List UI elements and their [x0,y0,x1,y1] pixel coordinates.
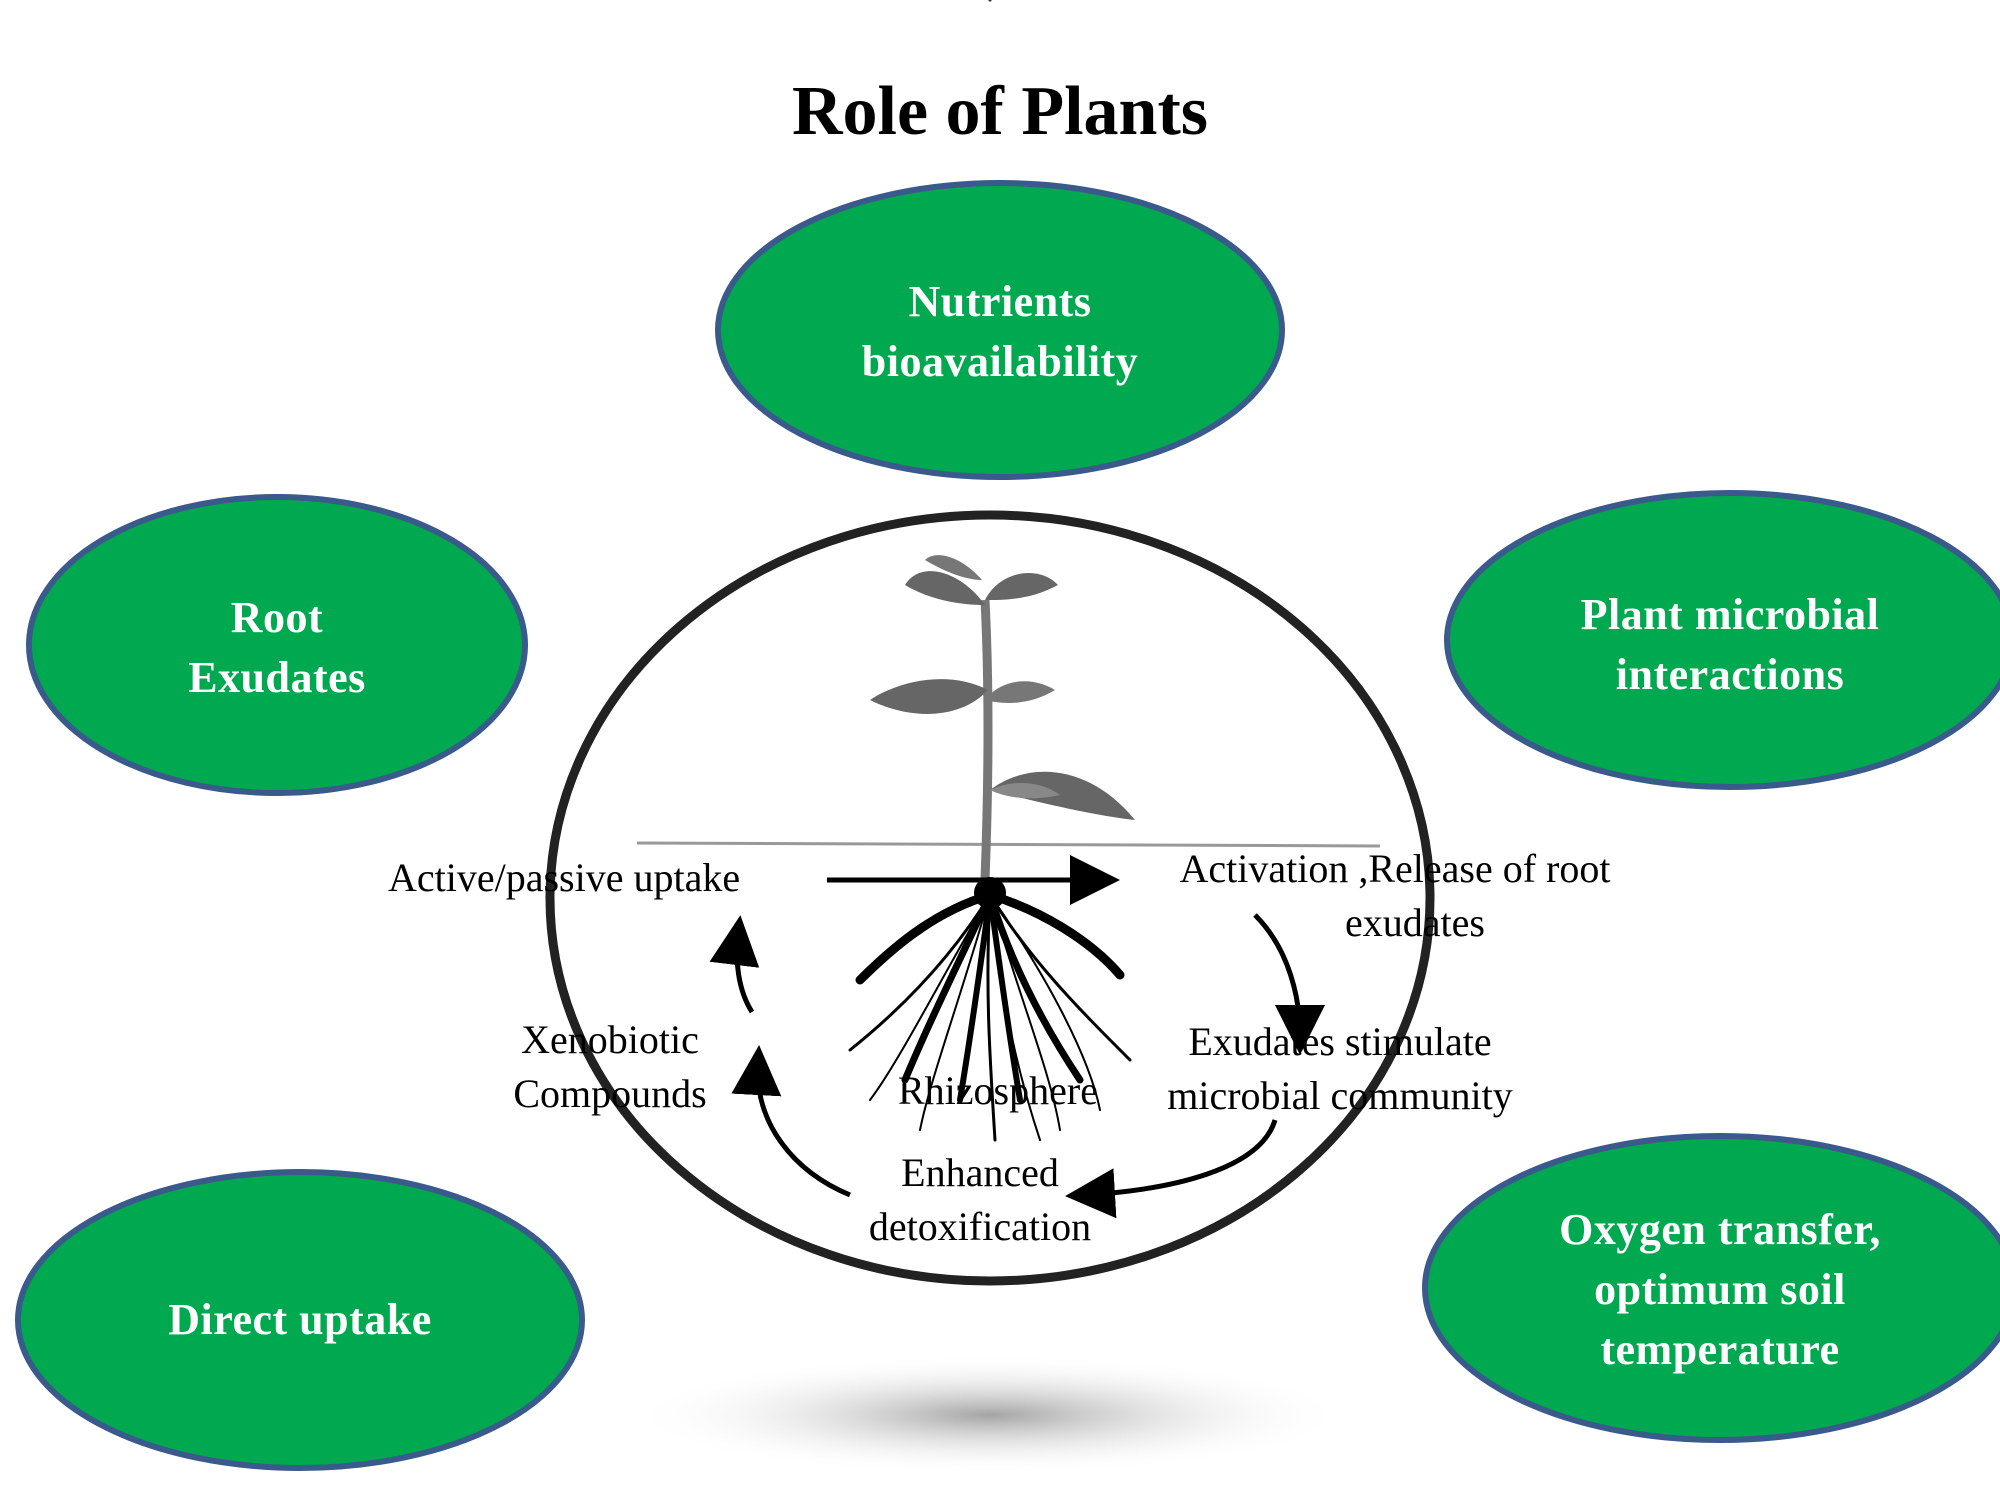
label-xenobiotic: Xenobiotic Compounds [490,1013,730,1121]
oval-label-nutrients: Nutrients bioavailability [760,272,1240,392]
label-activation: Activation ,Release of root exudates [1145,842,1645,950]
oval-line: Direct uptake [168,1295,432,1344]
arrow-xeno-to-uptake [709,915,760,1014]
oval-label-root-exudates: Root Exudates [77,588,477,708]
label-line: Activation ,Release of root [1179,846,1611,891]
arrow-stimulate-to-detox [1065,1119,1278,1219]
oval-line: interactions [1615,650,1845,699]
label-line: Compounds [513,1071,707,1116]
label-line: exudates [1345,900,1485,945]
oval-line: Exudates [188,653,366,702]
root-base [974,877,1006,909]
oval-line: Plant microbial [1580,590,1880,639]
oval-direct-uptake [15,1169,585,1471]
label-uptake: Active/passive uptake [388,855,741,900]
oval-label-direct-uptake: Direct uptake [60,1290,540,1350]
ground-line [636,841,1381,848]
label-line: microbial community [1167,1073,1513,1118]
label-line: detoxification [868,1204,1092,1249]
oval-line: Root [230,593,324,642]
page-title: Role of Plants [791,73,1209,150]
center-circle [545,510,1435,1286]
oval-label-plant-microbial: Plant microbial interactions [1480,585,1980,705]
oval-oxygen-transfer [1422,1133,2000,1443]
label-line: Enhanced [901,1150,1059,1195]
arrow-activation-to-stimulate [1253,913,1325,1055]
oval-plant-microbial [1444,490,2000,790]
label-detoxification: Enhanced detoxification [850,1146,1110,1254]
roots-icon [848,0,1132,1142]
label-line: Xenobiotic [521,1017,699,1062]
oval-nutrients [715,180,1285,480]
oval-line: bioavailability [861,337,1139,386]
oval-root-exudates [26,494,528,796]
label-rhizosphere: Rhizosphere [898,1068,1098,1113]
oval-label-oxygen-transfer: Oxygen transfer, optimum soil temperatur… [1460,1200,1980,1380]
floor-shadow [630,1355,1350,1475]
oval-line: temperature [1600,1325,1840,1374]
oval-line: Oxygen transfer, [1559,1205,1881,1254]
oval-line: optimum soil [1594,1265,1846,1314]
cycle-arrows [709,855,1325,1219]
plant-icon [870,555,1135,881]
oval-line: Nutrients [908,277,1092,326]
label-line: Exudates stimulate [1188,1019,1492,1064]
label-stimulate: Exudates stimulate microbial community [1140,1015,1540,1123]
arrow-detox-to-xeno [731,1045,851,1198]
